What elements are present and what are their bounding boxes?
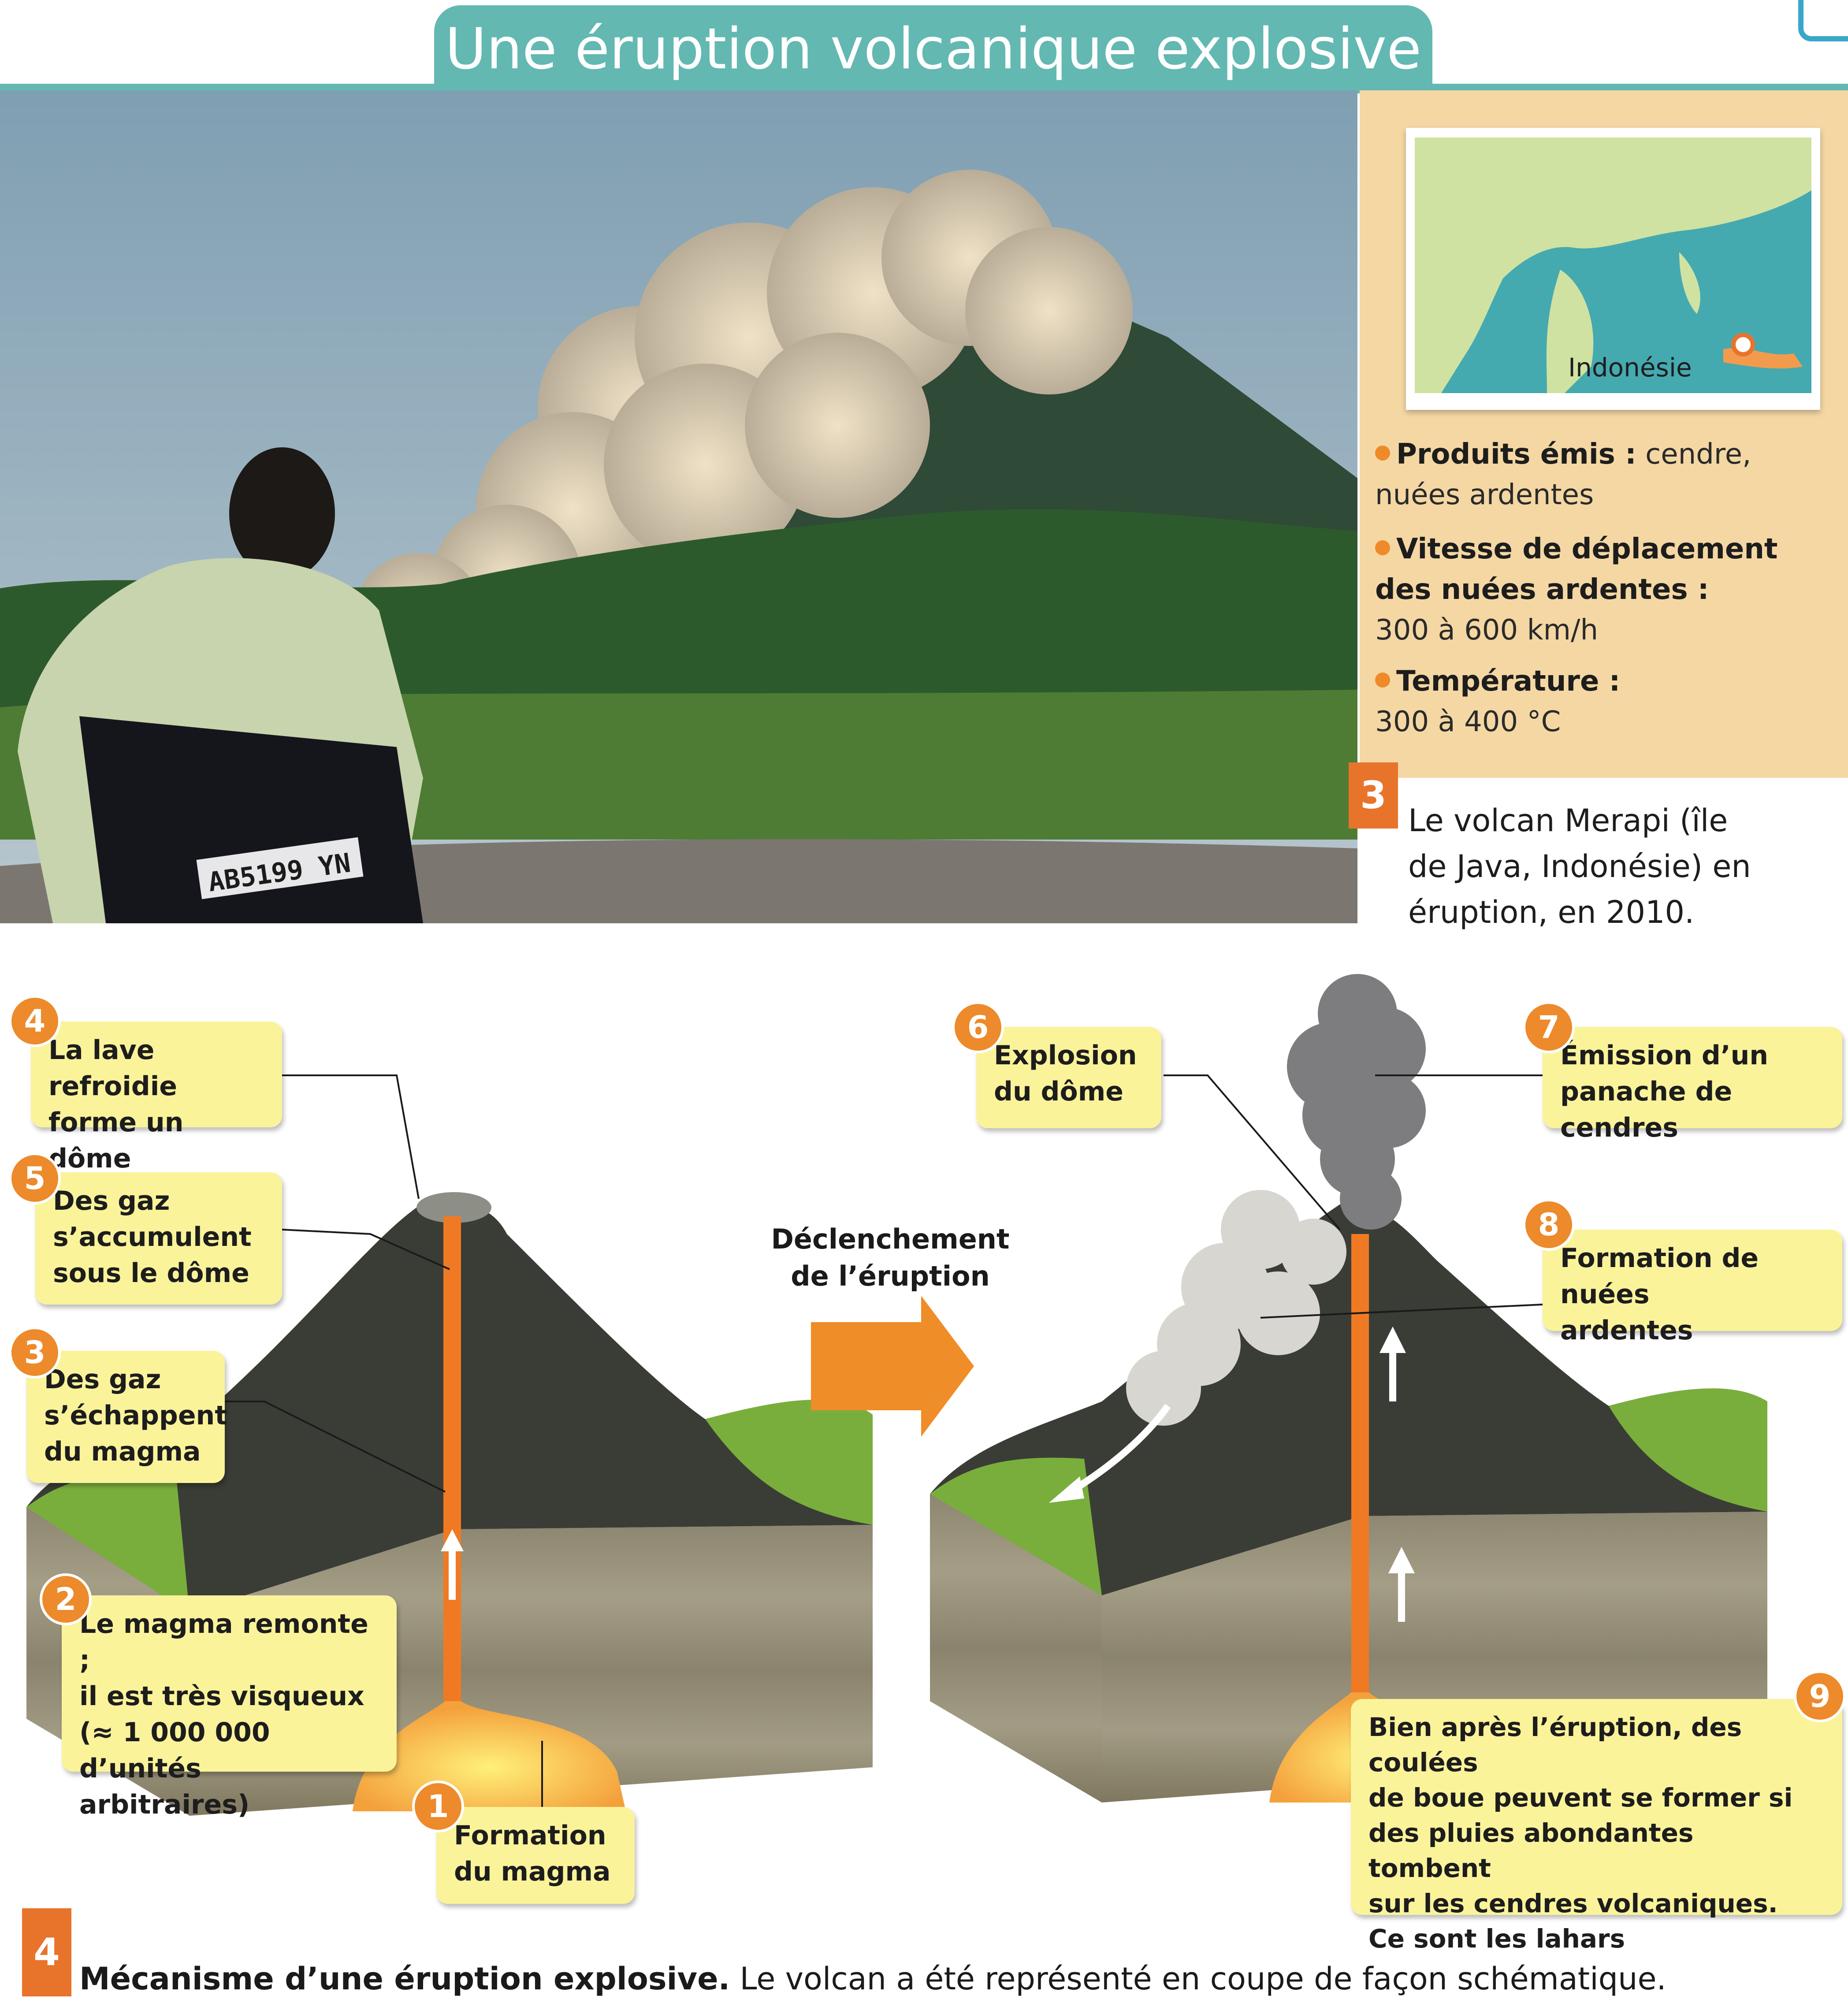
page-title: Une éruption volcanique explosive xyxy=(434,5,1432,93)
callout-magma-rises: Le magma remonte ;il est très visqueux(≈… xyxy=(62,1595,397,1820)
info-item-temperature: Température :300 à 400 °C xyxy=(1375,665,1621,738)
map-label: Indonésie xyxy=(1568,353,1692,383)
bullet-icon xyxy=(1375,540,1390,556)
step-number-2: 2 xyxy=(40,1573,92,1625)
map-drawing xyxy=(1415,138,1811,393)
bullet-icon xyxy=(1375,673,1390,688)
location-pin-icon xyxy=(1731,333,1755,357)
step-number-8: 8 xyxy=(1523,1199,1575,1251)
step-number-4: 4 xyxy=(9,995,61,1047)
step-number-1: 1 xyxy=(412,1780,464,1832)
arrow-right-icon xyxy=(811,1296,974,1437)
step-number-9: 9 xyxy=(1794,1670,1846,1722)
figure-3-caption: Le volcan Merapi (île de Java, Indonésie… xyxy=(1408,803,1751,930)
figure-4-badge: 4 xyxy=(22,1908,71,1996)
bullet-icon xyxy=(1375,446,1390,461)
figure-3-badge: 3 xyxy=(1349,762,1398,829)
step-number-5: 5 xyxy=(9,1152,61,1204)
step-number-3: 3 xyxy=(9,1327,61,1379)
info-item-speed: Vitesse de déplacement des nuées ardente… xyxy=(1375,533,1778,647)
merapi-photo: AB5199 YN xyxy=(0,90,1357,923)
figure-4-caption: Mécanisme d’une éruption explosive. Le v… xyxy=(79,1961,1666,1997)
resource-icon xyxy=(1798,0,1848,41)
step-number-7: 7 xyxy=(1523,1001,1575,1053)
merapi-photo-drawing: AB5199 YN xyxy=(0,90,1357,923)
info-item-products: Produits émis : cendre, nuées ardentes xyxy=(1375,438,1751,511)
step-number-6: 6 xyxy=(952,1001,1004,1053)
world-map xyxy=(1415,138,1811,393)
